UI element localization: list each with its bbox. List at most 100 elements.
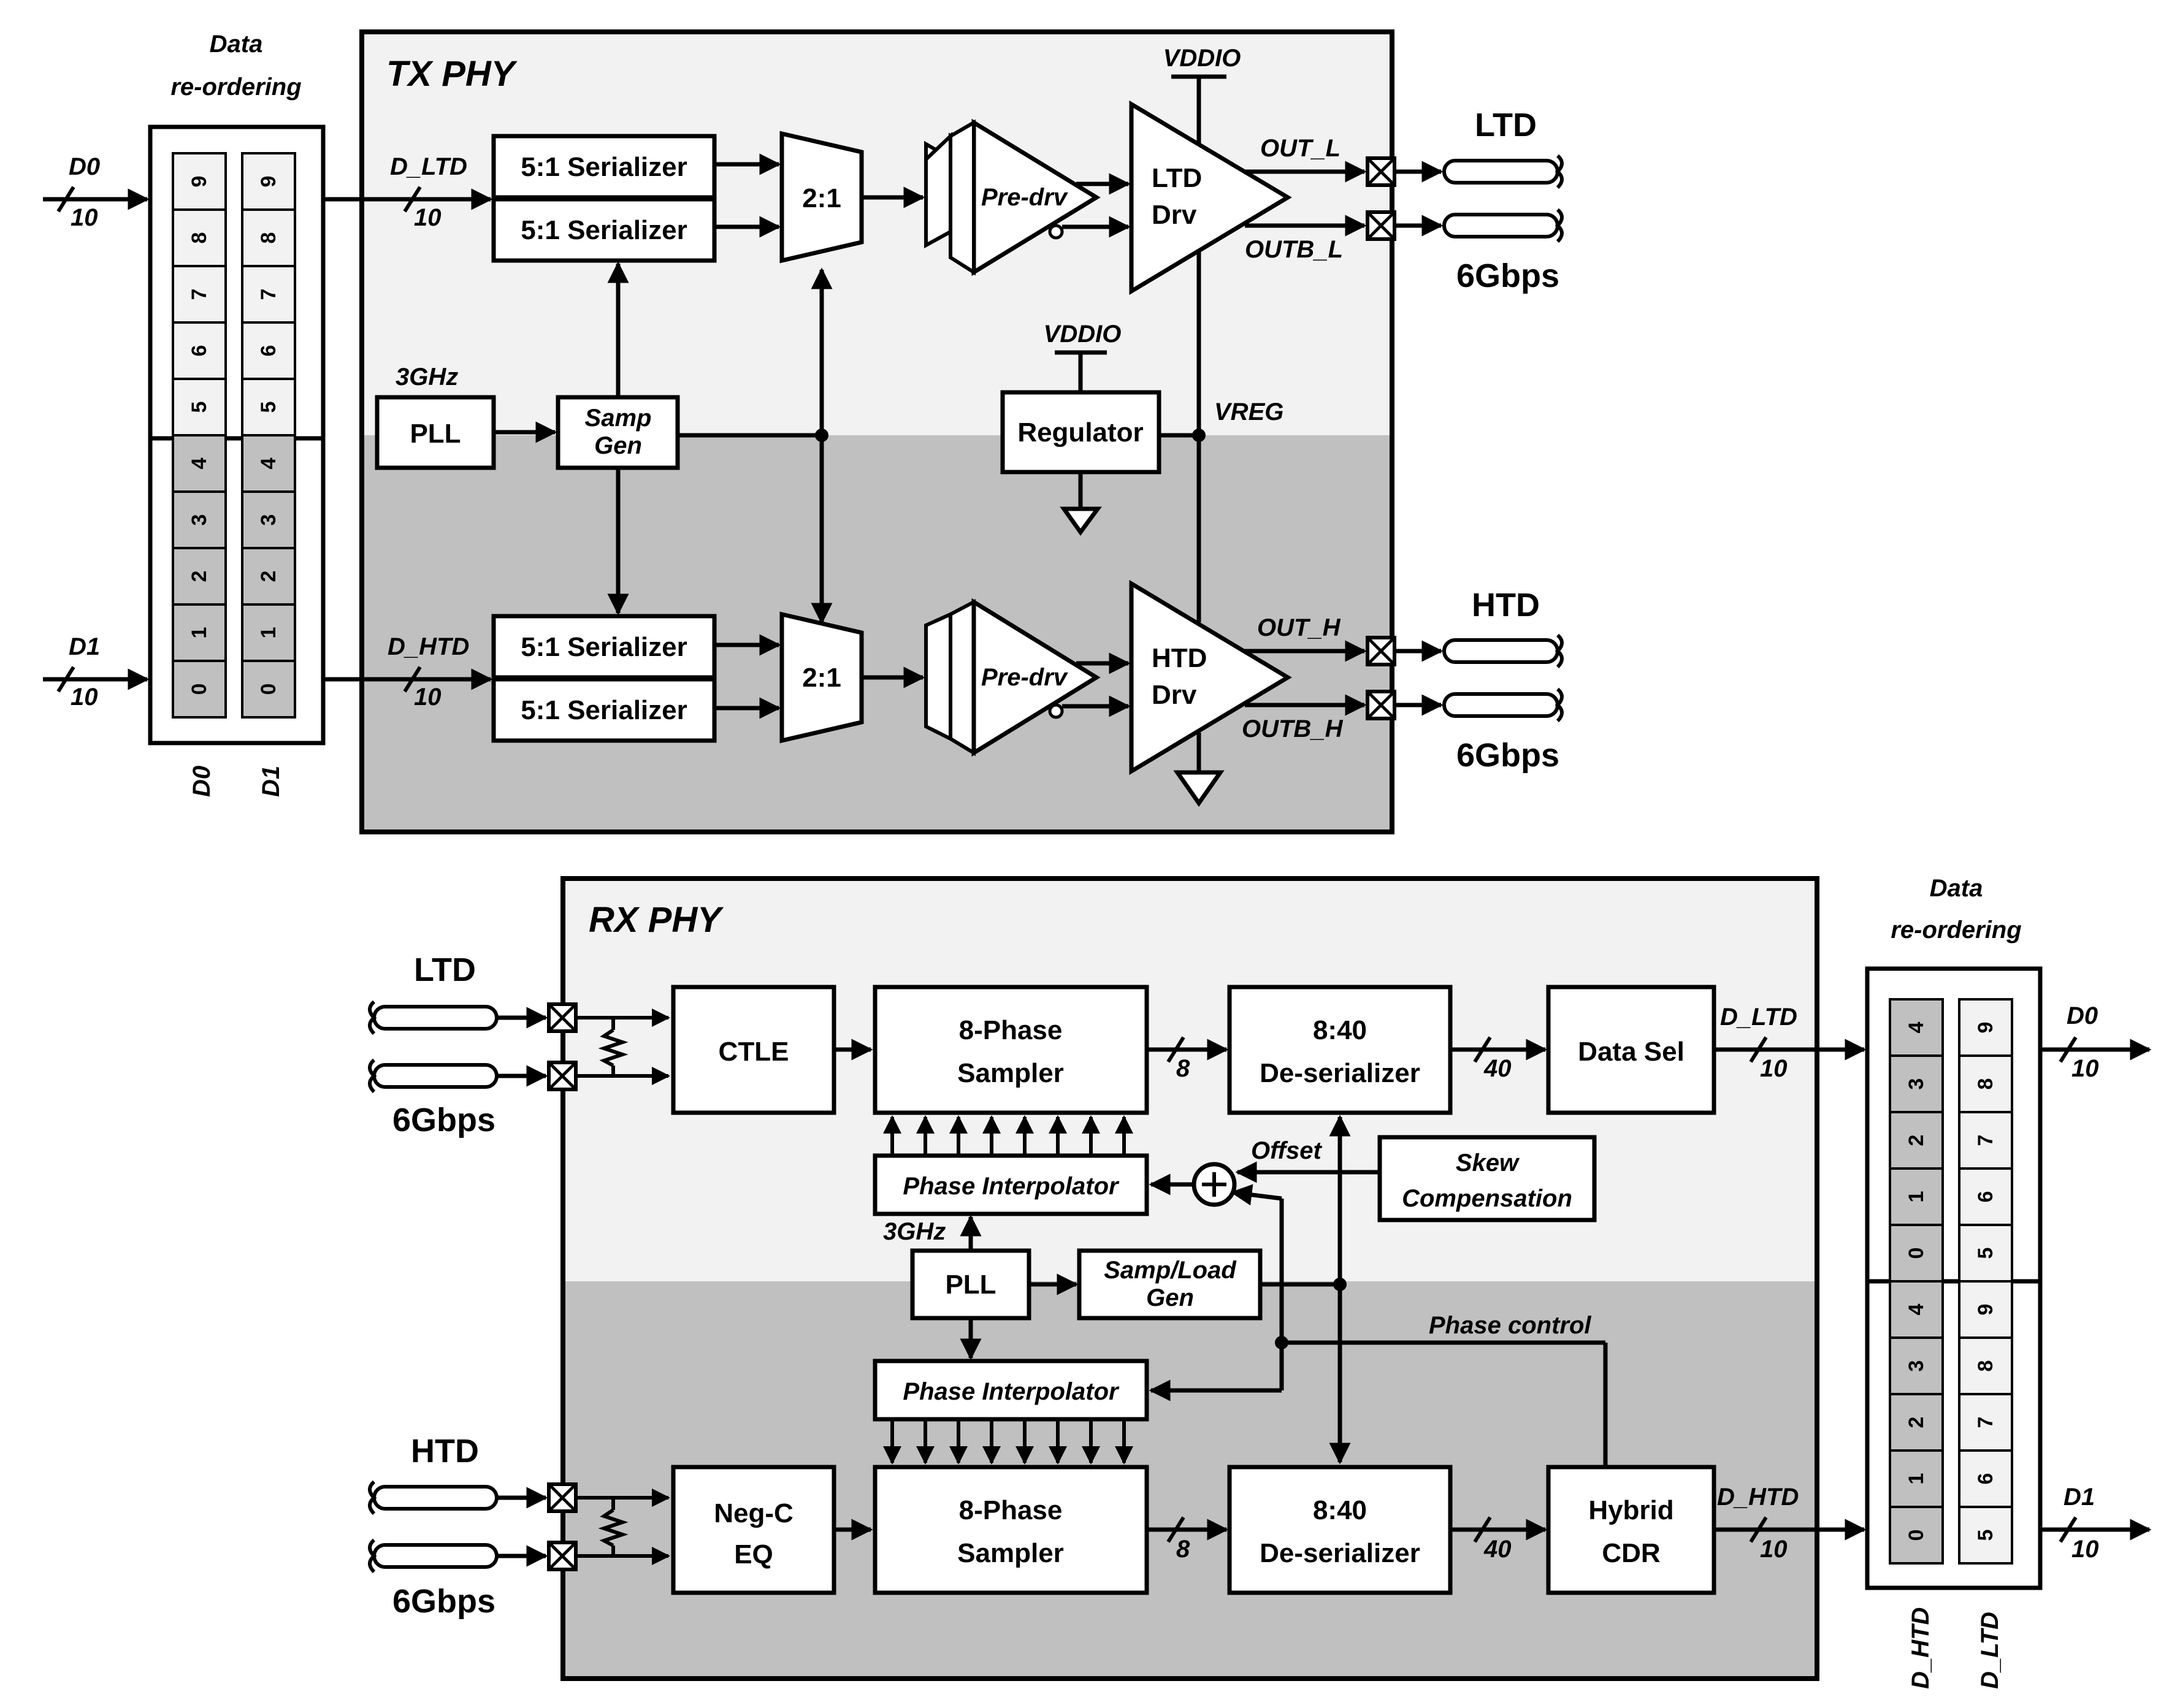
rx-phy-title: RX PHY [589, 900, 724, 940]
tx-vreg-label: VREG [1214, 398, 1283, 425]
rx-phase-interp-htd [873, 1359, 1149, 1422]
rx-out-d0-width: 10 [2071, 1055, 2099, 1082]
rx-sampler-ltd-label-2: Sampler [957, 1058, 1064, 1088]
rx-col-ltd: D_LTD [1976, 1612, 2003, 1689]
tx-col-d0: D0 [188, 766, 215, 797]
rx-cell-1-0 [1958, 998, 2013, 1057]
rx-negc-eq [671, 1465, 836, 1595]
tx-cell-label-0-5: 4 [188, 457, 211, 469]
rx-cell-label-0-4: 0 [1905, 1248, 1928, 1259]
rx-hybrid-cdr [1546, 1465, 1716, 1595]
rx-cell-0-6 [1889, 1336, 1944, 1395]
rx-skew-label-1: Skew [1456, 1149, 1520, 1176]
tx-serializer-ltd-1 [491, 134, 717, 200]
rx-htd-rate: 6Gbps [392, 1583, 495, 1620]
tx-cell-label-0-4: 5 [188, 402, 211, 413]
tx-regulator-ground [1060, 506, 1102, 536]
rx-ltd-label: LTD [414, 951, 476, 988]
tx-serializer-htd-1 [491, 614, 717, 680]
tx-cell-0-7 [172, 547, 227, 606]
tx-pll-freq: 3GHz [396, 364, 458, 391]
tx-cell-label-0-8: 1 [188, 627, 211, 639]
tx-col-d1: D1 [258, 766, 285, 797]
tx-d-htd-width: 10 [414, 684, 442, 711]
rx-termination-ltd [576, 1008, 670, 1085]
rx-pll-freq: 3GHz [883, 1218, 946, 1245]
rx-cell-label-0-9: 0 [1905, 1530, 1928, 1541]
tx-ltd-driver [1129, 100, 1292, 295]
rx-cell-label-1-2: 7 [1974, 1135, 1997, 1146]
tx-cell-1-9 [241, 660, 296, 719]
rx-phase-control-label: Phase control [1429, 1312, 1591, 1339]
rx-phase-arrows [883, 1115, 1133, 1465]
rx-cell-label-0-1: 3 [1905, 1078, 1928, 1090]
tx-serializer-ltd-1-label: 5:1 Serializer [521, 152, 687, 182]
tx-cell-1-5 [241, 434, 296, 493]
rx-reorder-label-2: re-ordering [1891, 917, 2021, 944]
tx-outb-h: OUTB_H [1242, 715, 1344, 742]
tx-out-h: OUT_H [1257, 614, 1341, 641]
tx-htd-driver-label-1: HTD [1152, 643, 1207, 673]
rx-reorder-label-1: Data [1930, 875, 1983, 902]
tx-cell-label-0-1: 8 [188, 232, 211, 244]
tx-d-ltd-width: 10 [414, 204, 442, 231]
rx-d-htd: D_HTD [1717, 1484, 1799, 1511]
rx-cell-label-1-1: 8 [1974, 1078, 1997, 1090]
tx-cell-label-1-5: 4 [257, 457, 280, 469]
rx-channel-ltd-p [372, 1005, 499, 1031]
rx-cell-1-6 [1958, 1336, 2013, 1395]
tx-cell-label-1-7: 2 [257, 571, 280, 582]
tx-cell-label-1-9: 0 [257, 684, 280, 695]
rx-cell-0-2 [1889, 1111, 1944, 1170]
rx-ctle-label: CTLE [719, 1037, 789, 1067]
tx-predrv-ltd-label: Pre-drv [981, 184, 1069, 211]
rx-samp-load-label-2: Gen [1146, 1284, 1194, 1311]
rx-cell-label-1-7: 7 [1974, 1417, 1997, 1428]
tx-cell-label-1-0: 9 [257, 176, 280, 188]
rx-cell-label-1-8: 6 [1974, 1473, 1997, 1485]
tx-channel-htd-n [1442, 692, 1559, 718]
tx-cell-label-1-6: 3 [257, 514, 280, 526]
rx-deser-htd-label-2: De-serializer [1260, 1538, 1420, 1568]
rx-d-ltd: D_LTD [1720, 1004, 1797, 1031]
rx-deser-ltd-label-1: 8:40 [1313, 1015, 1367, 1045]
rx-bus40-htd: 40 [1483, 1536, 1512, 1563]
rx-htd-label: HTD [411, 1433, 479, 1470]
rx-cell-1-4 [1958, 1224, 2013, 1283]
rx-termination-htd [576, 1489, 670, 1565]
tx-in-d0-width: 10 [71, 204, 98, 231]
rx-d-ltd-width: 10 [1760, 1055, 1788, 1082]
rx-data-sel [1546, 985, 1716, 1115]
rx-phase-interp-ltd [873, 1153, 1149, 1216]
tx-pll-label: PLL [410, 419, 461, 449]
tx-pll [375, 395, 496, 470]
tx-cell-label-0-3: 6 [188, 345, 211, 357]
rx-cell-1-3 [1958, 1167, 2013, 1226]
tx-htd-driver-label-2: Drv [1152, 680, 1197, 710]
rx-cell-label-1-3: 6 [1974, 1191, 1997, 1203]
rx-out-d0: D0 [2067, 1002, 2098, 1029]
tx-cell-label-0-0: 9 [188, 176, 211, 188]
rx-ltd-rate: 6Gbps [392, 1102, 495, 1138]
rx-cell-label-0-0: 4 [1905, 1021, 1928, 1033]
tx-channel-ltd-n [1442, 213, 1559, 238]
rx-cell-label-0-6: 3 [1905, 1360, 1928, 1372]
tx-phy: TX PHY Data re-ordering 9876543210987654… [43, 29, 1564, 834]
rx-phase-interp-ltd-label: Phase Interpolator [903, 1173, 1120, 1200]
tx-cell-0-9 [172, 660, 227, 719]
tx-serializer-ltd-2 [491, 197, 717, 263]
rx-sampler-htd-label-2: Sampler [957, 1538, 1064, 1568]
rx-channel-htd-n [372, 1543, 499, 1569]
rx-cell-0-0 [1889, 998, 1944, 1057]
rx-out-d1: D1 [2063, 1484, 2095, 1511]
tx-serializer-htd-1-label: 5:1 Serializer [521, 632, 687, 662]
rx-cell-label-1-5: 9 [1974, 1304, 1997, 1316]
rx-cell-label-1-6: 8 [1974, 1360, 1997, 1372]
tx-channel-htd-p [1442, 638, 1559, 664]
rx-cell-label-0-5: 4 [1905, 1303, 1928, 1315]
rx-offset-label: Offset [1251, 1137, 1323, 1164]
tx-in-d1-width: 10 [71, 684, 98, 711]
tx-predrv-ltd [924, 118, 1101, 276]
